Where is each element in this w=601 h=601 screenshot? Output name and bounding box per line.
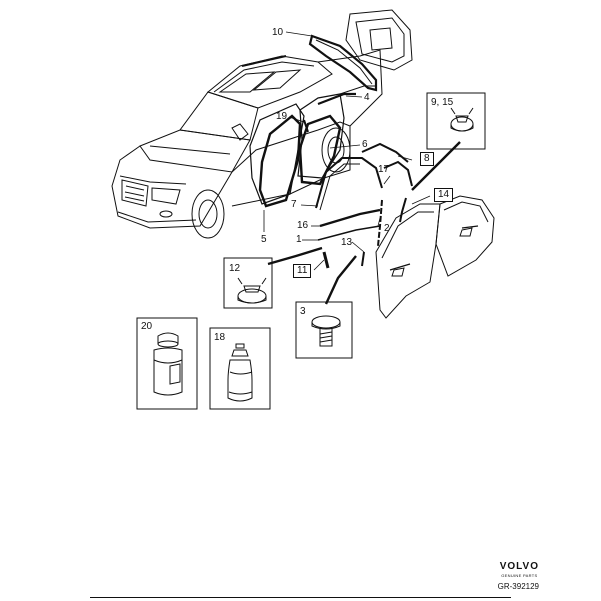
clip-9-15-drawing <box>450 107 474 132</box>
callout-17: 17 <box>378 164 390 175</box>
pointer-lines <box>267 141 461 305</box>
callout-14: 14 <box>434 188 454 202</box>
callout-19: 19 <box>276 111 288 122</box>
callout-13: 13 <box>341 237 353 248</box>
volvo-logo: VOLVO <box>499 561 539 572</box>
brand-block: VOLVO GENUINE PARTS <box>500 561 539 578</box>
panel-label-20: 20 <box>141 321 153 332</box>
callout-4: 4 <box>364 92 370 103</box>
door-mouldings <box>315 142 413 269</box>
callout-8: 8 <box>420 152 434 166</box>
brand-tagline: GENUINE PARTS <box>501 573 538 578</box>
callout-7: 7 <box>291 199 297 210</box>
bottle-18-drawing <box>227 343 253 402</box>
figure-code: GR-392129 <box>497 582 539 591</box>
bottle-20-drawing <box>153 332 183 396</box>
panel-label-12: 12 <box>229 263 241 274</box>
callout-11: 11 <box>293 264 312 278</box>
callout-1: 1 <box>296 234 302 245</box>
callout-10: 10 <box>272 27 284 38</box>
callout-16: 16 <box>297 220 309 231</box>
doors-illustration <box>375 195 495 319</box>
tailgate-illustration <box>308 9 413 92</box>
callout-6: 6 <box>362 139 368 150</box>
screw-3-drawing <box>311 315 341 347</box>
car-illustration <box>111 49 383 239</box>
bottom-rule <box>90 597 511 598</box>
door-seals <box>258 92 356 208</box>
panel-label-18: 18 <box>214 332 226 343</box>
callout-5: 5 <box>261 234 267 245</box>
clip-12-drawing <box>237 277 267 304</box>
panel-label-9-15: 9, 15 <box>431 97 454 108</box>
callout-2: 2 <box>384 223 390 234</box>
leader-lines <box>263 31 431 271</box>
panel-label-3: 3 <box>300 306 306 317</box>
panel-frames <box>136 92 486 410</box>
